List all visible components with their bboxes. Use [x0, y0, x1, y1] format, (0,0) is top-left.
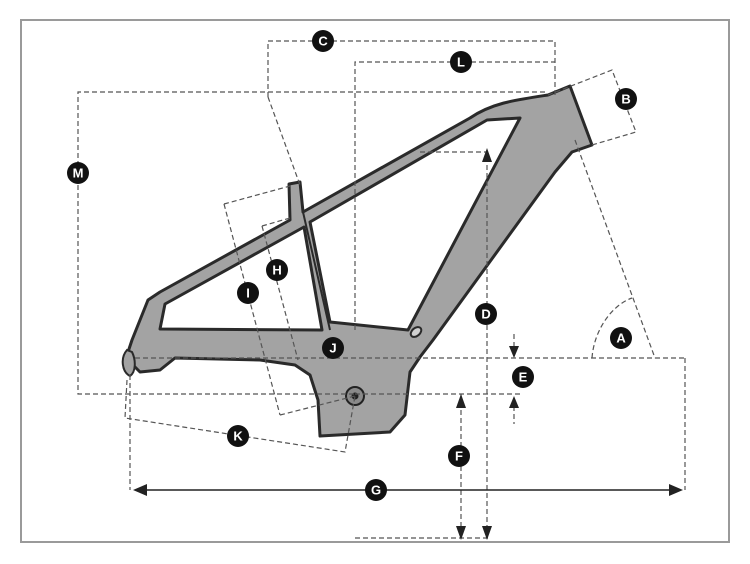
dim-k: [124, 379, 356, 453]
arrow-d-top-head: [482, 148, 492, 162]
arrow-e-top-head: [509, 346, 519, 358]
dim-i: [261, 225, 299, 361]
svg-text:M: M: [73, 166, 84, 181]
rear-dropout: [121, 348, 136, 378]
dim-a-line: [574, 139, 656, 359]
bike-frame: [121, 84, 594, 438]
dim-m: [77, 91, 545, 395]
arrow-g-left-head: [133, 484, 147, 496]
label-e: E: [512, 366, 534, 388]
diagram-border: [20, 19, 730, 543]
svg-text:E: E: [519, 370, 528, 385]
label-i: I: [237, 282, 259, 304]
seat-tube-seam: [302, 211, 331, 331]
label-g: G: [365, 479, 387, 501]
label-k: K: [227, 425, 249, 447]
svg-text:F: F: [455, 449, 463, 464]
arrow-f-top-head: [456, 394, 466, 408]
dim-bb-bottom: [279, 395, 356, 416]
label-a: A: [610, 327, 632, 349]
svg-text:B: B: [621, 92, 630, 107]
arrow-f-bottom-head: [456, 526, 466, 540]
svg-text:L: L: [457, 55, 465, 70]
label-h: H: [266, 259, 288, 281]
dim-a-arc: [591, 297, 633, 359]
svg-text:A: A: [616, 331, 626, 346]
arrow-g-right-head: [669, 484, 683, 496]
dim-b: [547, 69, 637, 146]
label-l: L: [450, 51, 472, 73]
label-f: F: [448, 445, 470, 467]
svg-text:D: D: [481, 307, 490, 322]
label-m: M: [67, 162, 89, 184]
label-c: C: [312, 30, 334, 52]
dim-c: [267, 40, 556, 97]
label-d: D: [475, 303, 497, 325]
svg-text:J: J: [329, 341, 336, 356]
svg-text:K: K: [233, 429, 243, 444]
dim-h-left: [223, 203, 281, 416]
label-b: B: [615, 88, 637, 110]
svg-text:G: G: [371, 483, 381, 498]
label-j: J: [322, 337, 344, 359]
arrow-d-bottom-head: [482, 526, 492, 540]
svg-text:H: H: [272, 263, 281, 278]
bottle-mount: [409, 326, 423, 338]
arrows: [133, 148, 683, 540]
dim-c-seat: [267, 96, 301, 186]
svg-text:C: C: [318, 34, 328, 49]
dim-h: [223, 185, 291, 205]
dim-l: [354, 61, 555, 330]
dim-i-top: [261, 217, 291, 227]
frame-outline: [125, 84, 594, 438]
svg-text:I: I: [246, 286, 250, 301]
arrow-e-bottom-head: [509, 396, 519, 408]
